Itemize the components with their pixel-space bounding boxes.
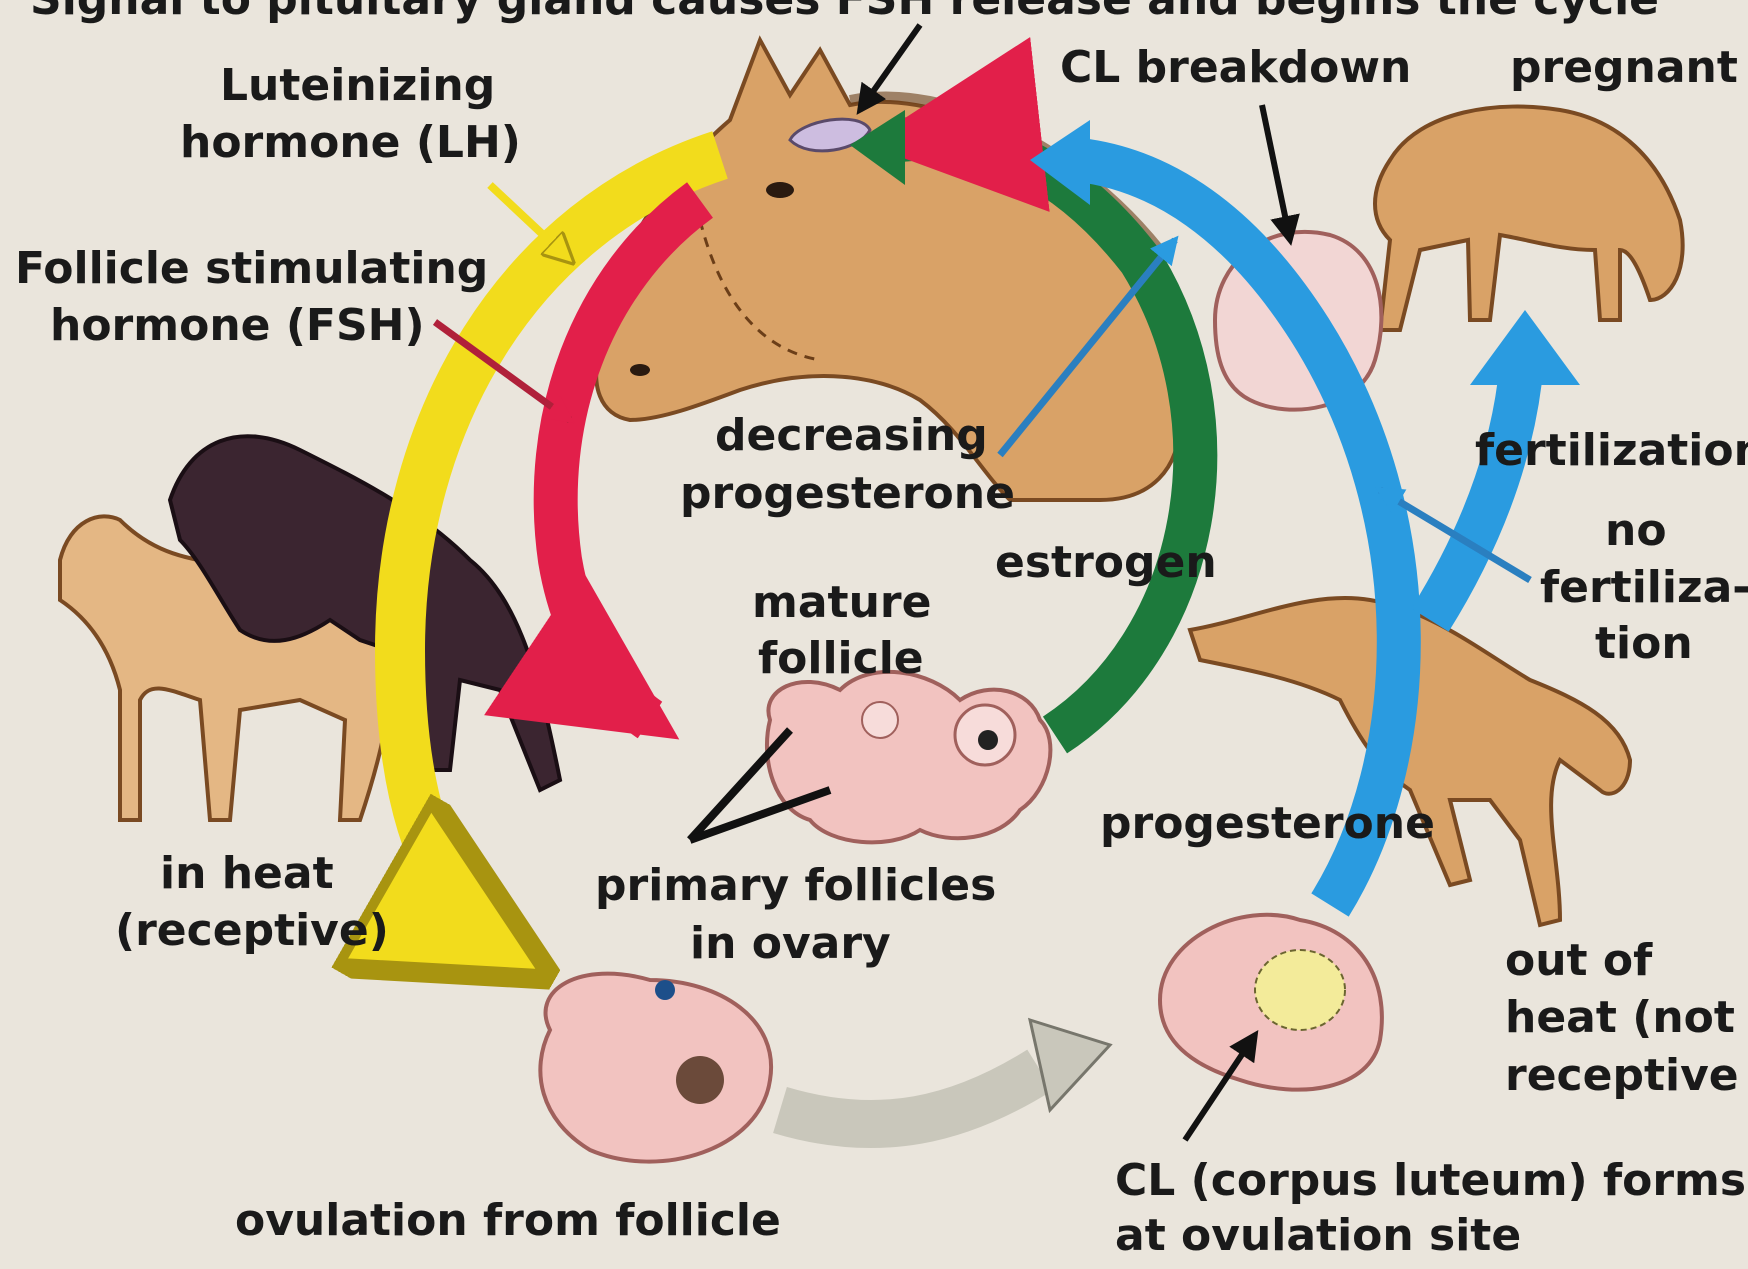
out-of-heat-line1: out of [1505, 935, 1653, 986]
in-heat-line1: in heat [160, 848, 334, 899]
cl-breakdown-pointer [1262, 105, 1290, 240]
primary-follicles-line1: primary follicles [595, 860, 996, 911]
mating-horses-icon [60, 436, 560, 820]
cl-forms-line1: CL (corpus luteum) forms [1115, 1155, 1746, 1206]
ovulation-to-cl-arrow [780, 1070, 1040, 1124]
mature-follicle-line1: mature [752, 577, 931, 628]
out-of-heat-line2: heat (not [1505, 992, 1735, 1043]
primary-follicles-line2: in ovary [690, 918, 891, 969]
estrogen-label: estrogen [995, 537, 1217, 588]
cl-forms-line2: at ovulation site [1115, 1210, 1521, 1261]
decreasing-progesterone-line2: progesterone [680, 468, 1015, 519]
fertilization-label: fertilization [1475, 425, 1748, 476]
lh-label-line1: Luteinizing [220, 60, 495, 111]
fsh-label-line2: hormone (FSH) [50, 300, 425, 351]
out-of-heat-line3: receptive [1505, 1050, 1739, 1101]
ruptured-follicle-icon [540, 974, 771, 1162]
progesterone-label: progesterone [1100, 798, 1435, 849]
pregnant-horse-icon [1375, 107, 1683, 330]
mature-follicle-line2: follicle [758, 633, 924, 684]
fsh-label-line1: Follicle stimulating [15, 243, 488, 294]
ovary-icon [767, 672, 1050, 842]
lh-label-line2: hormone (LH) [180, 117, 521, 168]
pregnant-label: pregnant [1510, 42, 1738, 93]
ovulation-label: ovulation from follicle [235, 1195, 781, 1246]
no-fertilization-line3: tion [1595, 618, 1693, 669]
no-fertilization-line2: fertiliza- [1540, 562, 1748, 613]
fertilization-arrow [1430, 380, 1520, 620]
corpus-luteum-icon [1160, 915, 1382, 1090]
no-fertilization-line1: no [1605, 505, 1667, 556]
header-text: Signal to pituitary gland causes FSH rel… [30, 0, 1659, 25]
in-heat-line2: (receptive) [115, 905, 389, 956]
decreasing-progesterone-line1: decreasing [715, 410, 988, 461]
cl-breakdown-label: CL breakdown [1060, 42, 1411, 93]
